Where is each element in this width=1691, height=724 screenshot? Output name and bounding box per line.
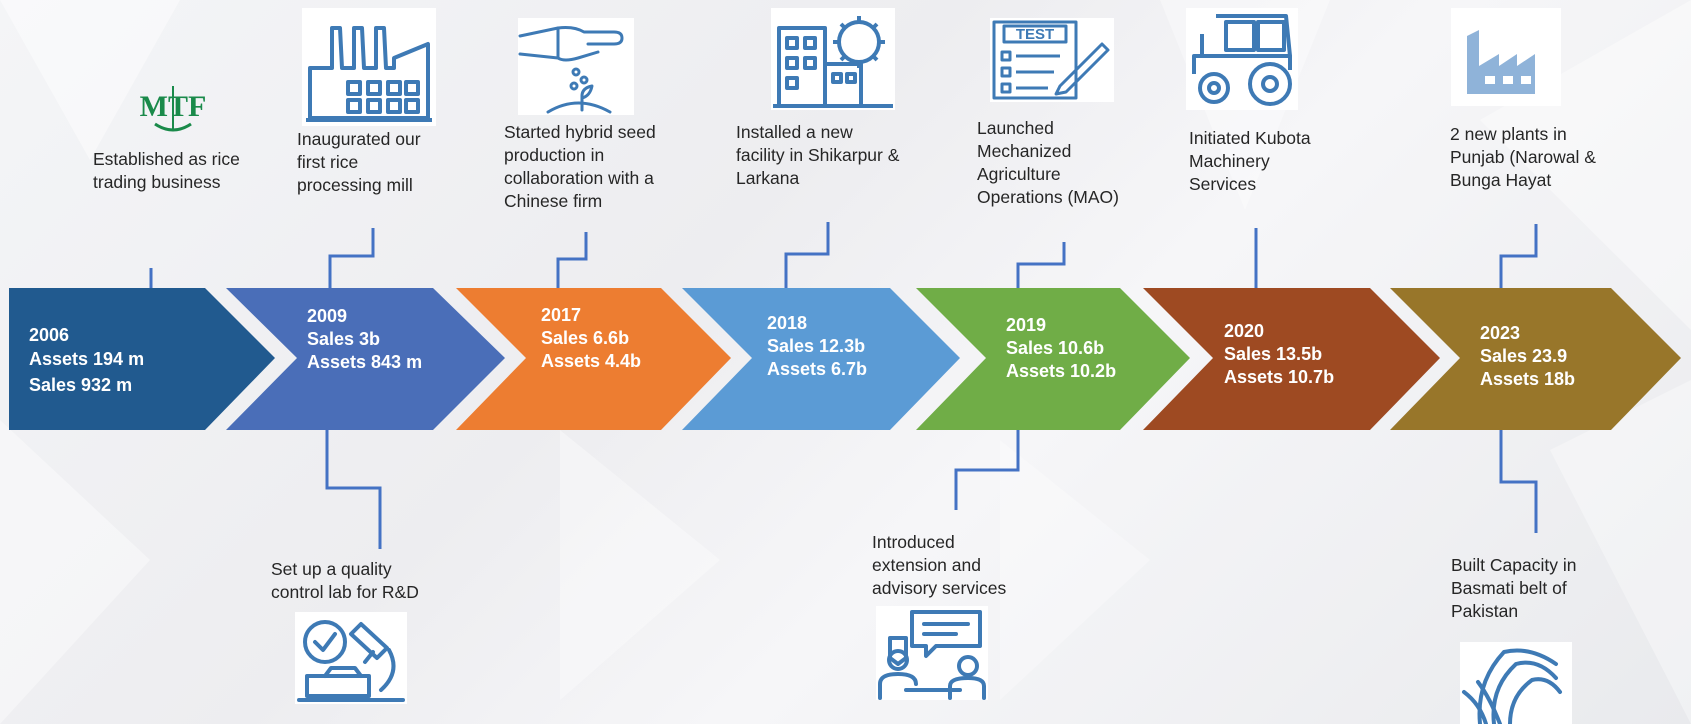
caption-line: Started hybrid seed	[504, 122, 656, 142]
stage-line-2: Assets 18b	[1480, 369, 1576, 389]
test-label: TEST	[1016, 26, 1054, 43]
chevron-2009	[226, 288, 505, 430]
factory-icon	[302, 8, 436, 126]
caption-line: Introduced	[872, 532, 955, 552]
connector-2017-top	[556, 232, 588, 288]
milestone-caption-2019: Launched Mechanized Agriculture Operatio…	[977, 117, 1119, 209]
connector-2019-bottom	[954, 430, 1020, 510]
caption-line: processing mill	[297, 175, 413, 195]
connector-2023-bottom	[1499, 430, 1538, 533]
milestone-caption-basmati: Built Capacity in Basmati belt of Pakist…	[1451, 554, 1576, 623]
milestone-caption-2006: Established as rice trading business	[93, 148, 240, 194]
connector-2009-top	[328, 228, 375, 288]
caption-line: collaboration with a	[504, 168, 654, 188]
microscope-lab-icon	[295, 612, 407, 704]
stage-line-2: Assets 6.7b	[767, 359, 868, 379]
connector-2023-top	[1499, 224, 1538, 288]
stage-year: 2017	[541, 305, 582, 325]
caption-line: Inaugurated our	[297, 129, 421, 149]
milestone-caption-2017: Started hybrid seed production in collab…	[504, 121, 656, 213]
stage-line-2: Assets 10.7b	[1224, 367, 1335, 387]
caption-line: Pakistan	[1451, 601, 1519, 621]
caption-line: Services	[1189, 174, 1257, 194]
caption-line: trading business	[93, 172, 221, 192]
chevron-2020	[1143, 288, 1440, 430]
chevron-2006	[9, 288, 275, 430]
chevron-2023	[1390, 288, 1681, 430]
caption-line: control lab for R&D	[271, 582, 419, 602]
stage-line-2: Assets 4.4b	[541, 351, 642, 371]
hand-sowing-seeds-icon	[518, 18, 634, 115]
company-logo-icon: MTF	[140, 86, 206, 132]
stage-line-1: Sales 3b	[307, 329, 381, 349]
caption-line: production in	[504, 145, 605, 165]
connector-2018-top	[784, 222, 830, 288]
building-gear-icon	[771, 8, 895, 110]
caption-line: Initiated Kubota	[1189, 128, 1311, 148]
caption-line: Established as rice	[93, 149, 240, 169]
caption-line: Basmati belt of	[1451, 578, 1567, 598]
tractor-icon	[1186, 8, 1298, 110]
caption-line: Installed a new	[736, 122, 853, 142]
stage-year: 2019	[1006, 315, 1047, 335]
caption-line: extension and	[872, 555, 981, 575]
stage-line-2: Sales 932 m	[29, 375, 133, 395]
connector-2019-top	[1016, 242, 1066, 288]
plant-factory-icon	[1451, 8, 1561, 106]
milestone-caption-lab: Set up a quality control lab for R&D	[271, 558, 419, 604]
caption-line: 2 new plants in	[1450, 124, 1567, 144]
stage-2009: 2009 Sales 3b Assets 843 m	[307, 305, 422, 374]
stage-line-1: Sales 6.6b	[541, 328, 630, 348]
connector-2009-bottom	[325, 430, 382, 549]
milestone-caption-2009: Inaugurated our first rice processing mi…	[297, 128, 421, 197]
chevron-2019	[916, 288, 1190, 430]
caption-line: Operations (MAO)	[977, 187, 1119, 207]
caption-line: Chinese firm	[504, 191, 603, 211]
milestone-caption-2018: Installed a new facility in Shikarpur & …	[736, 121, 899, 190]
stage-2018: 2018 Sales 12.3b Assets 6.7b	[767, 312, 867, 381]
caption-line: Built Capacity in	[1451, 555, 1577, 575]
stage-line-2: Assets 10.2b	[1006, 361, 1117, 381]
stage-year: 2020	[1224, 321, 1265, 341]
advisory-meeting-icon	[876, 606, 988, 700]
stage-2020: 2020 Sales 13.5b Assets 10.7b	[1224, 320, 1334, 389]
stage-year: 2009	[307, 306, 348, 326]
rice-plant-icon	[1460, 642, 1572, 724]
test-checklist-icon: TEST	[990, 18, 1114, 102]
caption-line: Launched	[977, 118, 1054, 138]
caption-line: Agriculture	[977, 164, 1061, 184]
stage-line-1: Sales 23.9	[1480, 346, 1568, 366]
milestone-caption-2020: Initiated Kubota Machinery Services	[1189, 127, 1311, 196]
milestone-caption-2023: 2 new plants in Punjab (Narowal & Bunga …	[1450, 123, 1596, 192]
caption-line: advisory services	[872, 578, 1007, 598]
stage-2017: 2017 Sales 6.6b Assets 4.4b	[541, 304, 641, 373]
caption-line: Machinery	[1189, 151, 1270, 171]
stage-2006: 2006 Assets 194 m Sales 932 m	[29, 324, 144, 397]
caption-line: Punjab (Narowal &	[1450, 147, 1596, 167]
stage-2019: 2019 Sales 10.6b Assets 10.2b	[1006, 314, 1116, 383]
stage-year: 2023	[1480, 323, 1521, 343]
stage-year: 2018	[767, 313, 808, 333]
caption-line: first rice	[297, 152, 359, 172]
caption-line: Set up a quality	[271, 559, 392, 579]
caption-line: Mechanized	[977, 141, 1072, 161]
stage-line-1: Assets 194 m	[29, 349, 145, 369]
stage-2023: 2023 Sales 23.9 Assets 18b	[1480, 322, 1575, 391]
caption-line: Larkana	[736, 168, 800, 188]
milestone-caption-advisory: Introduced extension and advisory servic…	[872, 531, 1006, 600]
chevron-2017	[456, 288, 731, 430]
caption-line: Bunga Hayat	[1450, 170, 1552, 190]
stage-line-1: Sales 13.5b	[1224, 344, 1323, 364]
stage-line-1: Sales 10.6b	[1006, 338, 1105, 358]
stage-year: 2006	[29, 325, 70, 345]
stage-line-2: Assets 843 m	[307, 352, 423, 372]
chevron-2018	[682, 288, 960, 430]
caption-line: facility in Shikarpur &	[736, 145, 900, 165]
stage-line-1: Sales 12.3b	[767, 336, 866, 356]
